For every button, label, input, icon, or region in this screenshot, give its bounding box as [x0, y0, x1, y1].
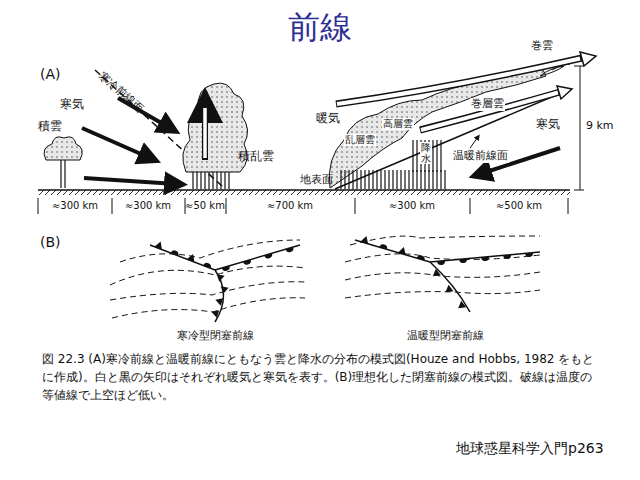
- drawing-path: [345, 290, 540, 298]
- drawing-polyline: [215, 245, 300, 270]
- air-label: 寒気: [536, 118, 560, 132]
- drawing-rect: [190, 172, 230, 189]
- drawing-path: [217, 274, 225, 282]
- drawing-path: [361, 236, 369, 244]
- air-label: 暖気: [316, 112, 340, 126]
- drawing-line: [226, 198, 227, 214]
- drawing-line: [82, 128, 150, 158]
- front-type-label: 寒冷型閉塞前線: [177, 330, 254, 343]
- drawing-path: [459, 259, 467, 263]
- drawing-path: [171, 250, 179, 255]
- front-type-label: 温暖型閉塞前線: [407, 330, 484, 343]
- drawing-path: [379, 244, 387, 249]
- cloud-label: 巻雲: [530, 40, 554, 53]
- drawing-rect: [58, 160, 68, 188]
- front-surface-label: 寒冷前線面: [96, 70, 146, 116]
- drawing-g: [150, 240, 540, 322]
- drawing-line: [470, 137, 478, 148]
- drawing-path: [437, 261, 445, 265]
- drawing-path: [503, 255, 511, 259]
- drawing-line: [112, 198, 113, 214]
- drawing-path: [215, 298, 223, 306]
- drawing-path: [430, 262, 470, 312]
- cloud-label: 乱層雲: [344, 134, 376, 146]
- drawing-path: [580, 52, 596, 66]
- height-label: 9 km: [586, 120, 614, 133]
- drawing-path: [211, 310, 219, 318]
- drawing-path: [350, 236, 540, 245]
- drawing-polyline: [355, 240, 430, 262]
- drawing-path: [203, 108, 207, 158]
- cloud-label: 積雲: [38, 120, 62, 134]
- drawing-path: [112, 298, 305, 318]
- drawing-path: [120, 240, 300, 262]
- drawing-line: [574, 190, 584, 191]
- drawing-path: [187, 254, 194, 262]
- panel-letter: (A): [40, 66, 61, 82]
- drawing-path: [557, 86, 572, 99]
- drawing-rect: [338, 170, 448, 189]
- drawing-path: [222, 266, 230, 271]
- front-surface-label: 温暖前線面: [452, 150, 509, 163]
- drawing-path: [203, 263, 211, 268]
- drawing-line: [38, 198, 39, 214]
- panel-letter: (B): [40, 234, 61, 250]
- drawing-line: [574, 66, 584, 67]
- cloud-label: 巻層雲: [470, 98, 505, 111]
- drawing-rect: [38, 190, 570, 195]
- air-label: 寒気: [60, 98, 84, 112]
- distance-label: ≈300 km: [52, 200, 98, 212]
- drawing-path: [183, 83, 248, 172]
- drawing-path: [110, 266, 305, 285]
- distance-label: ≈300 km: [389, 200, 435, 212]
- cloud-label: 高層雲: [382, 118, 414, 130]
- drawing-line: [568, 198, 569, 214]
- drawing-path: [398, 247, 406, 255]
- drawing-line: [470, 198, 471, 214]
- drawing-path: [264, 253, 272, 258]
- drawing-line: [355, 198, 356, 214]
- drawing-path: [446, 285, 454, 292]
- drawing-polyline: [150, 245, 215, 270]
- distance-label: ≈700 km: [267, 200, 313, 212]
- drawing-g: [154, 236, 533, 318]
- drawing-line: [335, 90, 568, 189]
- cloud-label: 積乱雲: [238, 150, 274, 164]
- source-note: 地球惑星科学入門p263: [456, 440, 604, 456]
- figure-caption: 図 22.3 (A)寒冷前線と温暖前線にともなう雲と降水の分布の模式図(Houz…: [42, 350, 602, 404]
- drawing-g: [82, 98, 176, 184]
- drawing-path: [345, 272, 540, 280]
- drawing-polyline: [430, 252, 540, 262]
- drawing-path: [481, 257, 489, 261]
- precipitation-label: 降水: [420, 142, 432, 164]
- drawing-path: [525, 253, 533, 257]
- drawing-path: [202, 105, 208, 160]
- distance-label: ≈50 km: [185, 200, 225, 212]
- ground-label: 地表面: [300, 174, 333, 187]
- drawing-path: [44, 137, 82, 160]
- drawing-path: [154, 242, 161, 250]
- drawing-path: [243, 259, 251, 264]
- drawing-path: [433, 269, 441, 276]
- drawing-g: [110, 236, 540, 318]
- drawing-path: [286, 247, 294, 252]
- distance-label: ≈300 km: [125, 200, 171, 212]
- drawing-path: [417, 255, 425, 260]
- drawing-line: [84, 178, 176, 184]
- drawing-line: [580, 66, 581, 190]
- drawing-g: [574, 66, 584, 190]
- drawing-path: [221, 286, 229, 294]
- drawing-path: [110, 282, 305, 300]
- drawing-path: [458, 301, 466, 308]
- drawing-g: [38, 198, 568, 214]
- distance-label: ≈500 km: [496, 200, 542, 212]
- drawing-line: [38, 189, 570, 191]
